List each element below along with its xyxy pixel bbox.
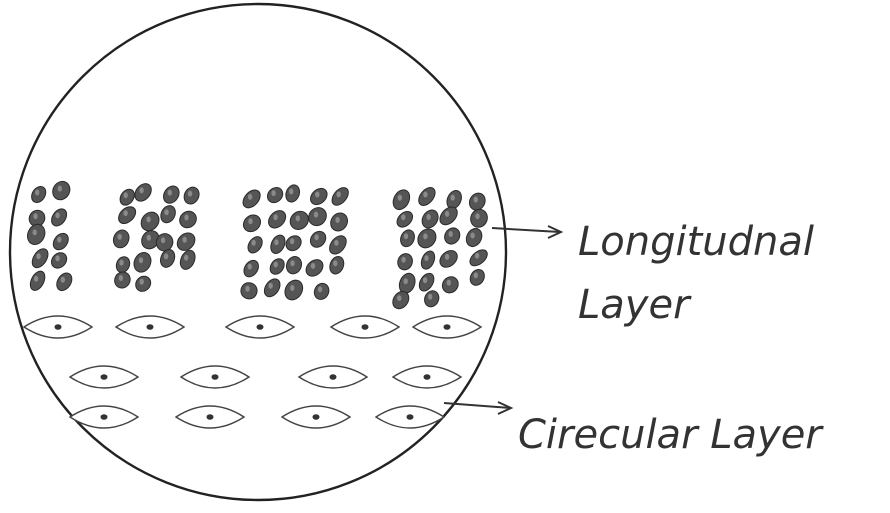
longitudinal-fibre-highlight bbox=[470, 233, 474, 239]
longitudinal-fibre-highlight bbox=[57, 237, 61, 243]
longitudinal-fibre-highlight bbox=[161, 237, 165, 243]
longitudinal-fibre-highlight bbox=[55, 255, 59, 261]
longitudinal-fibre-highlight bbox=[333, 260, 337, 266]
longitudinal-fibre-highlight bbox=[290, 238, 294, 244]
circular-fibre-nucleus bbox=[147, 324, 154, 330]
circular-fibre-nucleus bbox=[212, 374, 219, 380]
longitudinal-fibre-highlight bbox=[61, 277, 65, 283]
longitudinal-fibre-highlight bbox=[36, 253, 40, 259]
longitudinal-fibre-highlight bbox=[475, 213, 479, 219]
longitudinal-fibre-highlight bbox=[119, 275, 123, 281]
longitudinal-layer bbox=[24, 178, 490, 312]
longitudinal-fibre-highlight bbox=[139, 257, 143, 263]
longitudinal-fibre-highlight bbox=[248, 264, 252, 270]
longitudinal-fibre-highlight bbox=[398, 195, 402, 201]
longitudinal-fibre-highlight bbox=[188, 191, 192, 197]
longitudinal-fibre-highlight bbox=[269, 283, 273, 289]
circular-fibre-nucleus bbox=[362, 324, 369, 330]
longitudinal-fibre-highlight bbox=[314, 212, 318, 218]
longitudinal-fibre-highlight bbox=[33, 213, 37, 219]
longitudinal-fibre-highlight bbox=[334, 240, 338, 246]
longitudinal-fibre-highlight bbox=[428, 294, 432, 300]
longitudinal-fibre-highlight bbox=[401, 214, 405, 220]
longitudinal-fibre-highlight bbox=[251, 240, 255, 246]
longitudinal-fibre-highlight bbox=[474, 272, 478, 278]
longitudinal-fibre-highlight bbox=[449, 231, 453, 237]
circular-arrow bbox=[444, 402, 511, 414]
circular-fibre-nucleus bbox=[101, 414, 108, 420]
longitudinal-fibre-highlight bbox=[139, 187, 143, 193]
longitudinal-fibre-highlight bbox=[447, 280, 451, 286]
longitudinal-arrow bbox=[492, 226, 561, 238]
longitudinal-fibre-highlight bbox=[123, 210, 127, 216]
longitudinal-fibre-highlight bbox=[55, 212, 59, 218]
longitudinal-fibre-highlight bbox=[426, 214, 430, 220]
longitudinal-fibre-highlight bbox=[335, 217, 339, 223]
longitudinal-fibre-highlight bbox=[248, 218, 252, 224]
longitudinal-fibre-highlight bbox=[318, 286, 322, 292]
longitudinal-fibre-highlight bbox=[274, 262, 278, 268]
longitudinal-fibre-highlight bbox=[397, 295, 401, 301]
longitudinal-fibre-highlight bbox=[290, 260, 294, 266]
longitudinal-fibre-highlight bbox=[289, 189, 293, 195]
longitudinal-fibre-highlight bbox=[184, 215, 188, 221]
longitudinal-fibre-highlight bbox=[58, 186, 62, 192]
circular-fibre-nucleus bbox=[257, 324, 264, 330]
longitudinal-fibre-highlight bbox=[314, 234, 318, 240]
longitudinal-fibre-highlight bbox=[475, 253, 479, 259]
longitudinal-fibre-highlight bbox=[445, 211, 449, 217]
longitudinal-fibre-highlight bbox=[184, 255, 188, 261]
longitudinal-fibre-highlight bbox=[140, 279, 144, 285]
longitudinal-fibre-highlight bbox=[315, 192, 319, 198]
longitudinal-fibre-highlight bbox=[164, 253, 168, 259]
circular-fibre-nucleus bbox=[55, 324, 62, 330]
longitudinal-fibre-highlight bbox=[248, 194, 252, 200]
longitudinal-fibre-highlight bbox=[118, 234, 122, 240]
circular-fibre-nucleus bbox=[424, 374, 431, 380]
longitudinal-fibre-highlight bbox=[445, 254, 449, 260]
longitudinal-fibre-highlight bbox=[273, 214, 277, 220]
longitudinal-fibre-highlight bbox=[290, 285, 294, 291]
longitudinal-fibre-highlight bbox=[146, 216, 150, 222]
circular-fibre-nucleus bbox=[207, 414, 214, 420]
longitudinal-fibre-highlight bbox=[423, 233, 427, 239]
circular-fibre-nucleus bbox=[407, 414, 414, 420]
circular-fibre-nucleus bbox=[101, 374, 108, 380]
longitudinal-fibre-highlight bbox=[168, 190, 172, 196]
circular-label: Cirecular Layer bbox=[518, 412, 824, 458]
longitudinal-fibre-highlight bbox=[311, 263, 315, 269]
longitudinal-fibre-highlight bbox=[33, 229, 37, 235]
longitudinal-fibre-highlight bbox=[245, 286, 249, 292]
longitudinal-fibre-highlight bbox=[124, 192, 128, 198]
circular-fibre-nucleus bbox=[444, 324, 451, 330]
longitudinal-fibre-highlight bbox=[404, 278, 408, 284]
longitudinal-fibre-highlight bbox=[474, 197, 478, 203]
circular-layer bbox=[24, 316, 481, 428]
longitudinal-fibre-highlight bbox=[147, 235, 151, 241]
longitudinal-fibre-highlight bbox=[164, 209, 168, 215]
longitudinal-fibre-highlight bbox=[119, 260, 123, 266]
longitudinal-label-line2: Layer bbox=[578, 282, 692, 328]
longitudinal-fibre-highlight bbox=[296, 215, 300, 221]
longitudinal-fibre-highlight bbox=[423, 277, 427, 283]
longitudinal-fibre-highlight bbox=[182, 237, 186, 243]
longitudinal-fibre-highlight bbox=[337, 191, 341, 197]
longitudinal-fibre-highlight bbox=[424, 255, 428, 261]
longitudinal-fibre-highlight bbox=[423, 192, 427, 198]
longitudinal-fibre-highlight bbox=[404, 233, 408, 239]
circular-fibre-nucleus bbox=[330, 374, 337, 380]
circular-fibre-nucleus bbox=[313, 414, 320, 420]
longitudinal-fibre-highlight bbox=[401, 257, 405, 263]
longitudinal-fibre-highlight bbox=[35, 190, 39, 196]
longitudinal-fibre-highlight bbox=[451, 195, 455, 201]
longitudinal-fibre-highlight bbox=[34, 276, 38, 282]
longitudinal-label-line1: Longitudnal bbox=[578, 219, 814, 265]
longitudinal-fibre-highlight bbox=[271, 190, 275, 196]
longitudinal-fibre-highlight bbox=[274, 239, 278, 245]
